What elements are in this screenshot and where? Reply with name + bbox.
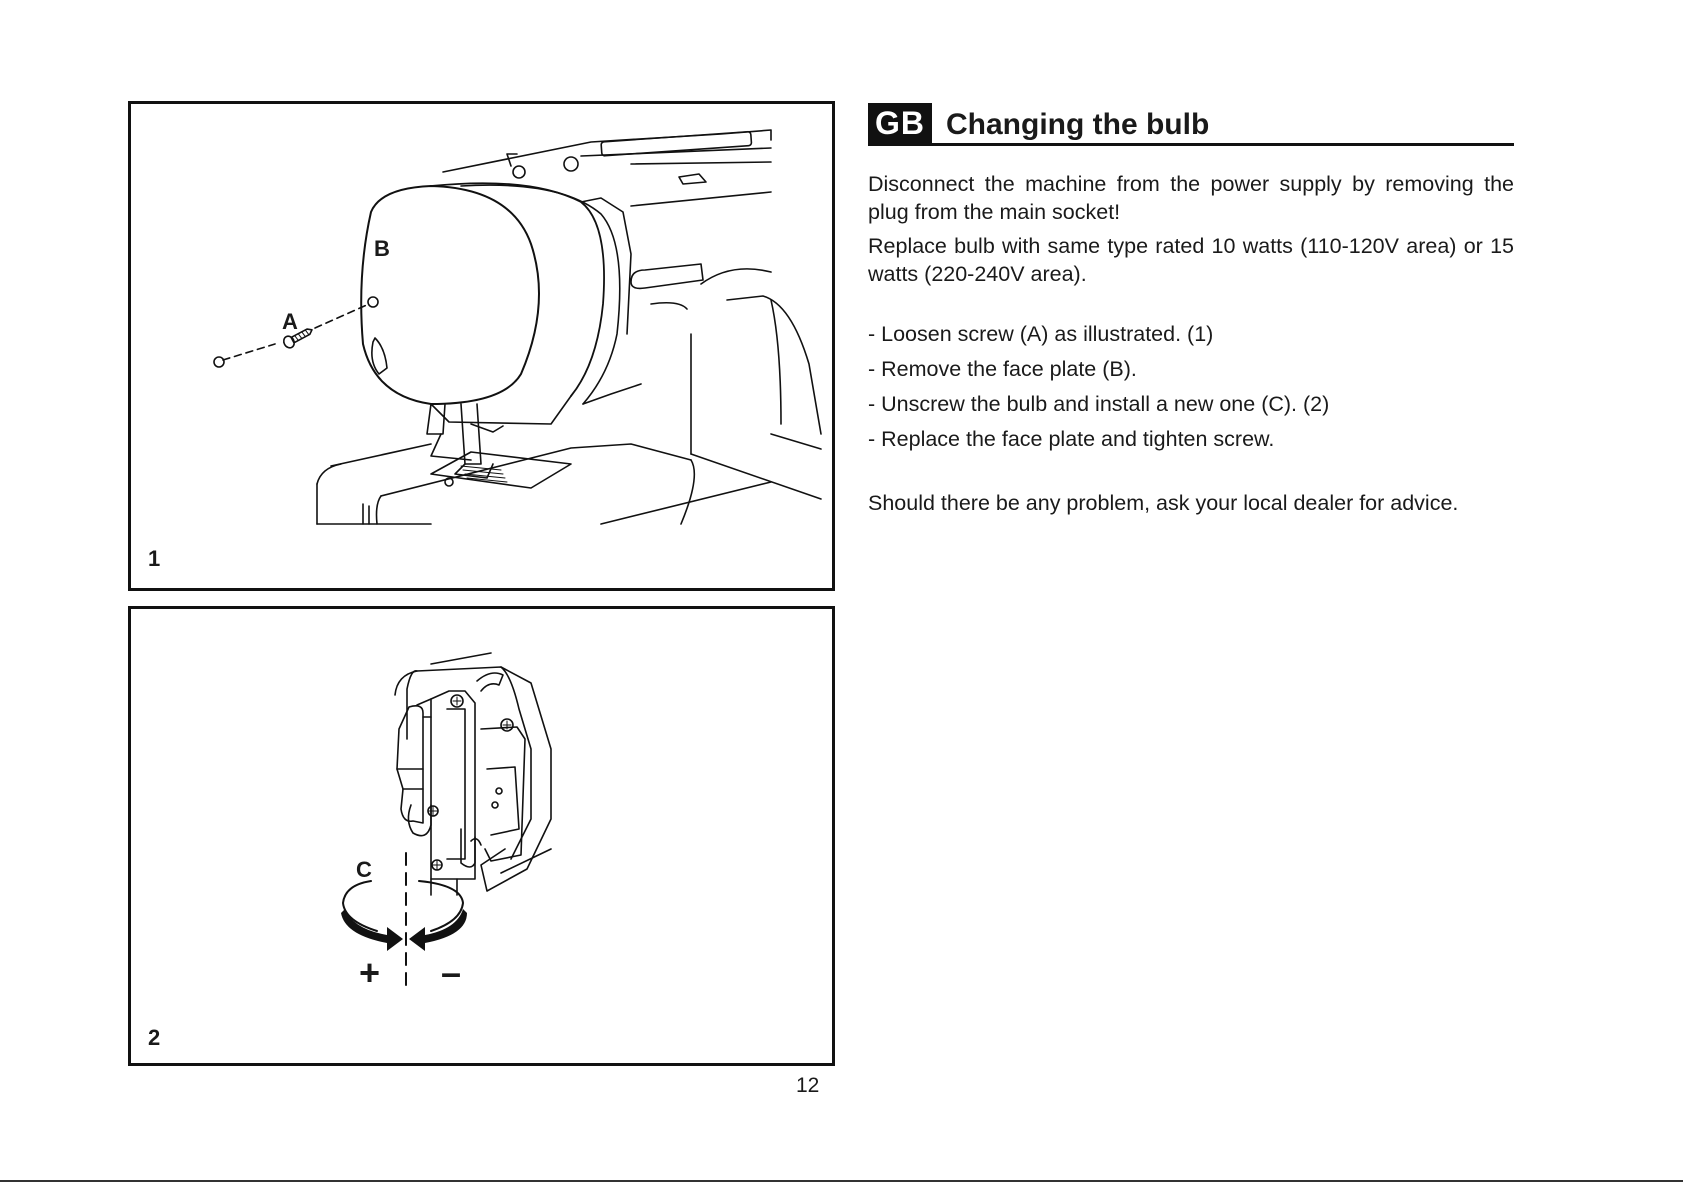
callout-a: A [282, 309, 298, 334]
callout-b: B [374, 236, 390, 261]
instructions-column: GB Changing the bulb Disconnect the mach… [868, 103, 1514, 517]
language-badge: GB [868, 103, 932, 143]
page-title: Changing the bulb [946, 108, 1210, 141]
warning-paragraph: Disconnect the machine from the power su… [868, 172, 1514, 224]
bulb-rating-paragraph: Replace bulb with same type rated 10 wat… [868, 234, 1514, 286]
page-number: 12 [796, 1074, 820, 1097]
plus-sign: + [359, 952, 381, 993]
list-item: - Replace the face plate and tighten scr… [868, 427, 1275, 451]
figure-2-bulb: C + – 2 [128, 606, 835, 1066]
rotation-arrows-icon [341, 909, 467, 951]
bulb-assembly-illustration [342, 652, 552, 988]
figure-number: 1 [148, 546, 161, 571]
steps-list: - Loosen screw (A) as illustrated. (1) -… [868, 320, 1514, 453]
sewing-machine-illustration [213, 129, 822, 525]
section-heading: GB Changing the bulb [868, 103, 1514, 146]
list-item: - Remove the face plate (B). [868, 357, 1137, 381]
figure-number: 2 [148, 1025, 161, 1050]
minus-sign: – [441, 952, 462, 993]
advice-paragraph: Should there be any problem, ask your lo… [868, 491, 1459, 515]
list-item: - Unscrew the bulb and install a new one… [868, 392, 1330, 416]
list-item: - Loosen screw (A) as illustrated. (1) [868, 322, 1214, 346]
footer-rule [0, 1180, 1683, 1182]
figure-1-face-plate: B A 1 [128, 101, 835, 591]
callout-c: C [356, 857, 372, 882]
